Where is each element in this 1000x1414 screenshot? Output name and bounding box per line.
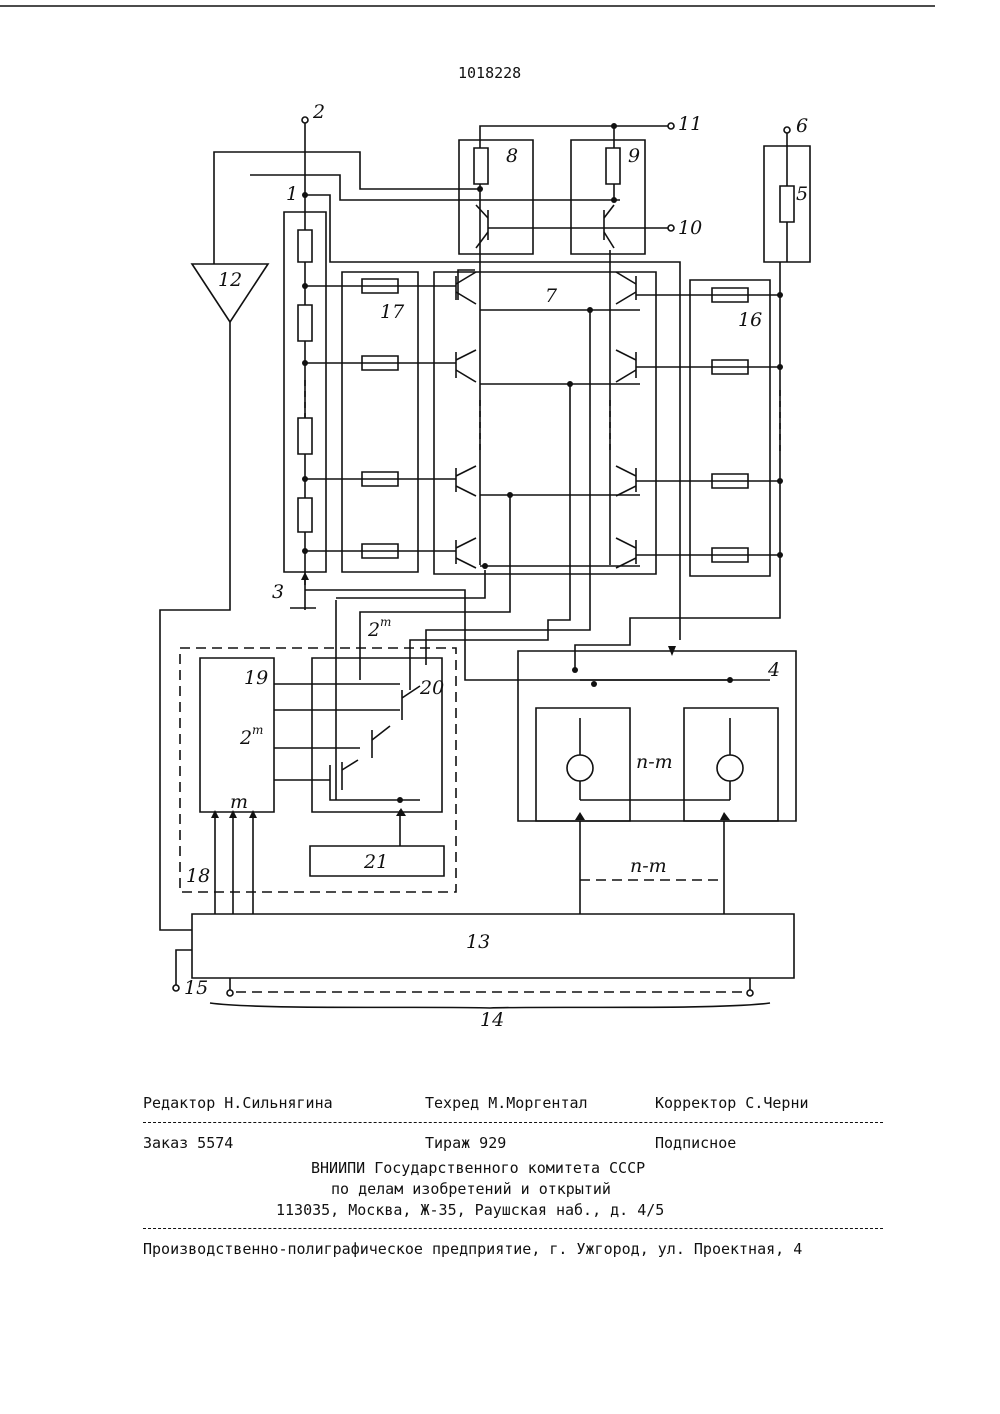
label-6: 6 xyxy=(796,115,808,137)
label-17: 17 xyxy=(380,301,405,323)
label-14: 14 xyxy=(480,1009,504,1031)
label-18: 18 xyxy=(186,865,210,887)
footer-corrector: Корректор С.Черни xyxy=(655,1094,809,1112)
footer-org-line2: по делам изобретений и открытий xyxy=(331,1180,611,1198)
label-4: 4 xyxy=(767,659,780,681)
label-2: 2 xyxy=(312,101,325,123)
footer-editor: Редактор Н.Сильнягина xyxy=(143,1094,333,1112)
label-12: 12 xyxy=(218,269,242,291)
circuit-diagram: 2 1 3 4 5 6 7 8 9 10 11 12 13 14 15 16 1… xyxy=(0,0,1000,1060)
label-2m-exp-a: m xyxy=(252,723,263,737)
footer-printer: Производственно-полиграфическое предприя… xyxy=(143,1240,802,1258)
footer-divider-top xyxy=(143,1122,883,1123)
footer-order: Заказ 5574 xyxy=(143,1134,233,1152)
label-2m-exp-b: m xyxy=(380,615,391,629)
label-9: 9 xyxy=(628,145,640,167)
label-2m-base-a: 2 xyxy=(239,727,252,749)
label-11: 11 xyxy=(678,113,702,135)
label-1: 1 xyxy=(286,183,298,205)
label-n-m-bottom: n-m xyxy=(630,855,667,877)
label-n-m-top: n-m xyxy=(636,751,673,773)
label-7: 7 xyxy=(545,285,558,307)
footer-circulation: Тираж 929 xyxy=(425,1134,506,1152)
label-m-block: m xyxy=(230,791,248,813)
label-10: 10 xyxy=(678,217,702,239)
label-3: 3 xyxy=(272,581,284,603)
footer-techred: Техред М.Моргентал xyxy=(425,1094,588,1112)
label-15: 15 xyxy=(184,977,208,999)
label-16: 16 xyxy=(738,309,762,331)
label-8: 8 xyxy=(506,145,518,167)
label-13: 13 xyxy=(466,931,490,953)
label-20: 20 xyxy=(419,677,444,699)
label-19: 19 xyxy=(244,667,268,689)
label-21: 21 xyxy=(363,851,388,873)
footer-org-line3: 113035, Москва, Ж-35, Раушская наб., д. … xyxy=(276,1201,664,1219)
label-5: 5 xyxy=(796,183,808,205)
footer-org-line1: ВНИИПИ Государственного комитета СССР xyxy=(311,1159,645,1177)
footer-divider-bottom xyxy=(143,1228,883,1229)
footer-subscription: Подписное xyxy=(655,1134,736,1152)
label-2m-base-b: 2 xyxy=(367,619,380,641)
